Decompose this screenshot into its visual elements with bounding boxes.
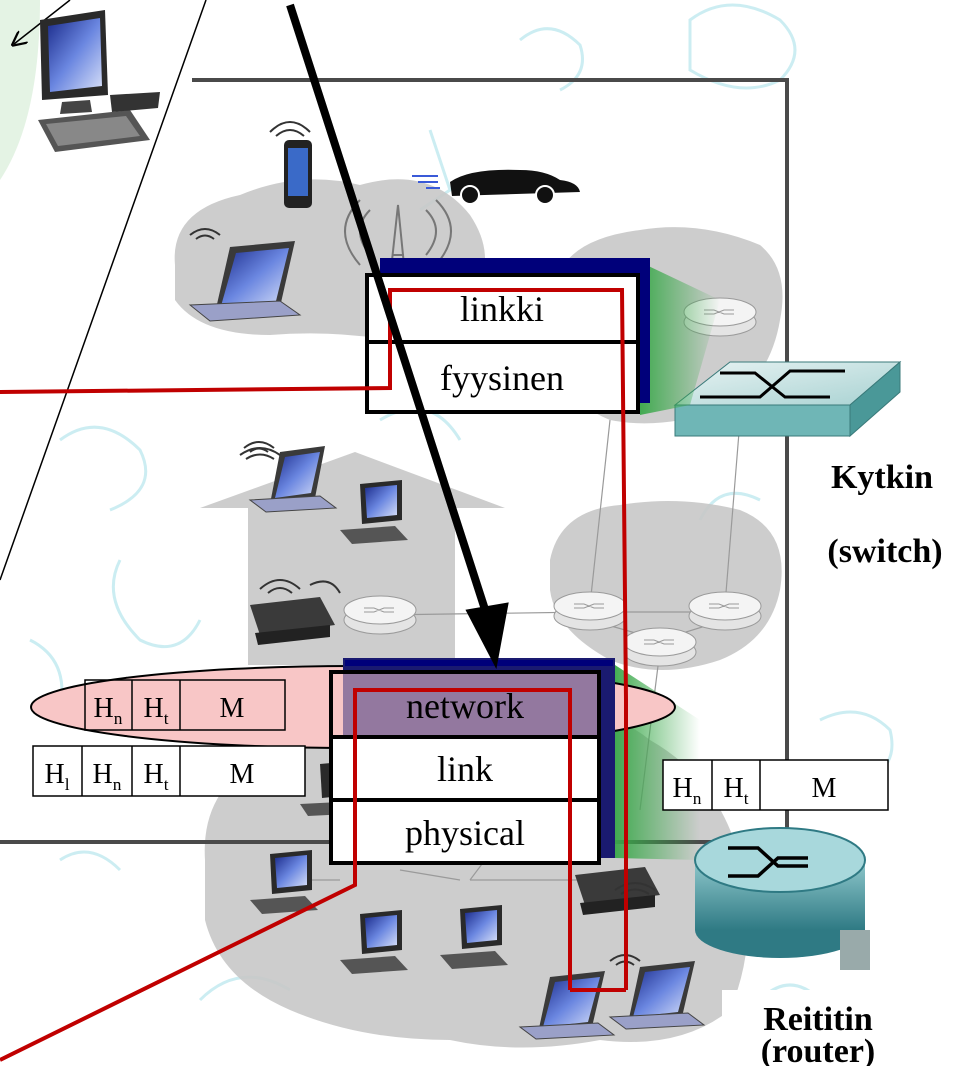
laptop-icon bbox=[188, 228, 302, 322]
laptop-icon bbox=[608, 954, 706, 1030]
switch-label-line1: Kytkin bbox=[831, 459, 933, 496]
switch-icon bbox=[673, 360, 902, 438]
header-cell-transport: Ht bbox=[723, 773, 748, 808]
message-cell: M bbox=[230, 759, 255, 790]
header-cell-transport: Ht bbox=[143, 693, 168, 728]
stack-layer-label: linkki bbox=[460, 289, 544, 329]
stack-layer-label: fyysinen bbox=[440, 358, 564, 398]
header-cell-link: Hl bbox=[44, 759, 69, 794]
router-label-line2: (router) bbox=[761, 1033, 876, 1066]
small-router bbox=[553, 591, 627, 631]
router-datagram-packet: Hn Ht M bbox=[662, 759, 889, 811]
small-router bbox=[688, 591, 762, 631]
data-path bbox=[0, 288, 628, 1062]
zoom-arrow bbox=[286, 3, 509, 670]
wifi-access-point-icon bbox=[575, 867, 660, 915]
router-label-backdrop bbox=[722, 990, 922, 1066]
wifi-access-point-icon bbox=[250, 579, 341, 645]
desktop-computer-icon bbox=[340, 910, 408, 974]
message-cell: M bbox=[812, 773, 837, 804]
left-green-edge bbox=[0, 0, 40, 180]
laptop-icon bbox=[243, 441, 338, 513]
home-house bbox=[200, 452, 505, 665]
datagram-packet: Hn Ht M bbox=[84, 679, 286, 731]
small-router bbox=[623, 627, 697, 667]
desktop-computer-icon bbox=[440, 905, 508, 969]
router-icon bbox=[694, 827, 870, 970]
switch-protocol-stack: linkki fyysinen bbox=[365, 258, 650, 414]
stack-layer-label: network bbox=[406, 686, 524, 726]
desktop-computer-icon bbox=[38, 10, 160, 152]
switch-label-line2: (switch) bbox=[827, 533, 942, 570]
message-cell: M bbox=[220, 693, 245, 724]
car-icon bbox=[412, 169, 580, 205]
smartphone-icon bbox=[269, 121, 312, 208]
stack-layer bbox=[365, 273, 640, 344]
header-cell-network: Hn bbox=[673, 773, 702, 808]
switch-label-backdrop bbox=[815, 446, 980, 586]
stack-layer-label: link bbox=[437, 749, 493, 789]
desktop-computer-icon bbox=[340, 480, 408, 544]
header-cell-network: Hn bbox=[94, 693, 123, 728]
stack-layer bbox=[329, 798, 601, 865]
header-cell-transport: Ht bbox=[143, 759, 168, 794]
small-router bbox=[343, 595, 417, 635]
stack-layer bbox=[329, 670, 601, 739]
header-cell-network: Hn bbox=[93, 759, 122, 794]
router-label-line1: Reititin bbox=[763, 1001, 873, 1038]
wifi-signal-icon bbox=[239, 447, 656, 895]
switch-projection-fan bbox=[640, 262, 720, 415]
stack-layer-label: physical bbox=[405, 813, 525, 853]
link-frame-packet: Hl Hn Ht M bbox=[32, 745, 306, 797]
